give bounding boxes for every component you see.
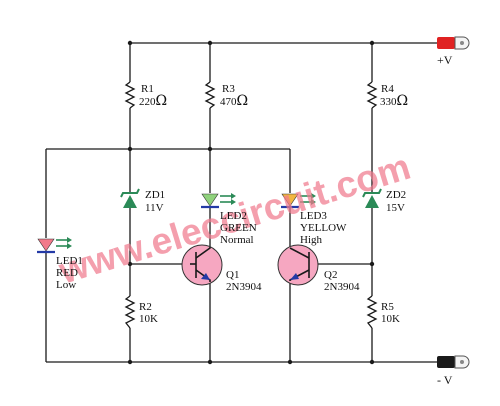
junction-dot [207, 146, 213, 152]
emitter-arrow-icon [201, 273, 210, 280]
resistor-r5 [366, 295, 378, 329]
led3-state-label: High [300, 234, 323, 246]
junction-dot [369, 261, 375, 267]
emission-arrowhead [231, 193, 236, 199]
transistor-q2-part: 2N3904 [324, 281, 360, 293]
resistor-r2-name: R2 [139, 301, 152, 313]
emission-arrowhead [311, 193, 316, 199]
resistor-r3-name: R3 [222, 83, 235, 95]
resistor-r1 [124, 81, 136, 109]
zener-zd2-value: 15V [386, 202, 405, 214]
led3-color-label: YELLOW [300, 222, 347, 234]
resistor-symbol [124, 81, 136, 109]
resistor-symbol [204, 81, 216, 109]
transistor-collector [195, 247, 211, 259]
led1-name: LED1 [56, 255, 83, 267]
led-triangle [281, 193, 299, 207]
zener-triangle [365, 195, 379, 208]
resistor-r3-value: 470Ω [220, 93, 248, 109]
led1-color-label: RED [56, 267, 78, 279]
resistor-r2 [124, 295, 136, 329]
led-led2-green [201, 193, 236, 209]
junction-dot [127, 359, 133, 365]
terminal-positive-label: +V [437, 53, 453, 67]
transistor-body [277, 244, 319, 286]
zener-cathode-bar [120, 188, 140, 198]
terminal-positive-hole [460, 41, 464, 45]
junction-dot [287, 359, 293, 365]
zener-zd1-name: ZD1 [145, 189, 165, 201]
zener-zd2-name: ZD2 [386, 189, 406, 201]
zener-diode-zd1 [120, 188, 140, 208]
terminal-negative [372, 355, 470, 369]
resistor-r5-name: R5 [381, 301, 394, 313]
led1-state-label: Low [56, 279, 76, 291]
transistor-q2-name: Q2 [324, 269, 337, 281]
led-led1-red [37, 237, 72, 254]
transistor-collector [289, 247, 310, 259]
wires [45, 42, 437, 363]
resistor-r4-value: 330Ω [380, 93, 408, 109]
led-led3-yellow [281, 193, 316, 209]
terminal-negative-label: - V [437, 373, 453, 387]
transistor-q1-part: 2N3904 [226, 281, 262, 293]
resistor-r5-value: 10K [381, 313, 400, 325]
transistor-q2 [277, 244, 319, 286]
resistor-symbol [366, 81, 378, 109]
led2-color-label: GREEN [220, 222, 257, 234]
emission-arrowhead [67, 237, 72, 243]
resistor-r2-value: 10K [139, 313, 158, 325]
terminal-positive-cap [437, 37, 455, 49]
resistor-r4 [366, 81, 378, 109]
resistor-r1-name: R1 [141, 83, 154, 95]
junction-dot [207, 40, 213, 46]
led2-name: LED2 [220, 210, 247, 222]
terminal-negative-hole [460, 360, 464, 364]
led2-state-label: Normal [220, 234, 254, 246]
emission-arrowhead [67, 243, 72, 249]
emitter-arrow-icon [290, 273, 299, 280]
junction-dot [207, 359, 213, 365]
resistor-symbol [366, 295, 378, 329]
junction-dot [127, 40, 133, 46]
led-triangle [201, 193, 219, 207]
junction-dot [127, 146, 133, 152]
emission-arrowhead [311, 199, 316, 205]
zener-triangle [123, 195, 137, 208]
transistor-q1 [181, 244, 223, 286]
zener-cathode-bar [362, 188, 382, 198]
led-triangle [37, 238, 55, 252]
junction-dot [127, 261, 133, 267]
led3-name: LED3 [300, 210, 327, 222]
transistor-q1-name: Q1 [226, 269, 239, 281]
resistor-symbol [124, 295, 136, 329]
transistor-body [181, 244, 223, 286]
terminal-negative-cap [437, 356, 455, 368]
resistor-r1-value: 220Ω [139, 93, 167, 109]
emission-arrowhead [231, 199, 236, 205]
terminal-positive [372, 36, 470, 50]
resistor-r4-name: R4 [381, 83, 394, 95]
zener-zd1-value: 11V [145, 202, 164, 214]
resistor-r3 [204, 81, 216, 109]
component-labels: +V - V R1 220Ω R3 470Ω R4 330Ω R2 10K R5… [56, 53, 453, 387]
zener-diode-zd2 [362, 188, 382, 208]
